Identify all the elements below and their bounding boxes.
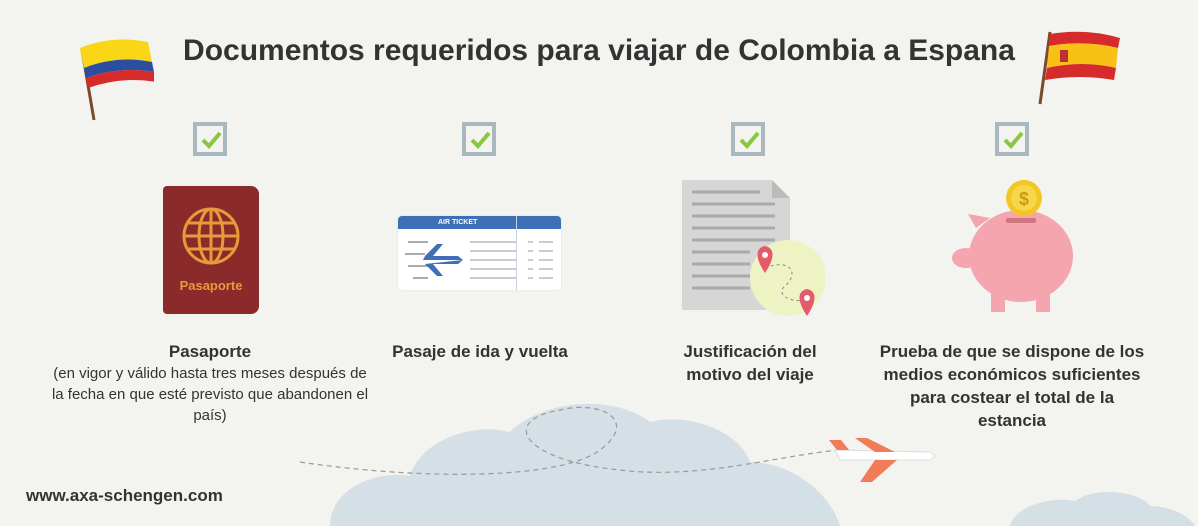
checkmark-icon <box>470 131 491 149</box>
colombia-flag-icon <box>80 39 154 121</box>
globe-icon <box>182 207 240 265</box>
dollar-sign: $ <box>1019 189 1029 209</box>
airplane-icon <box>829 438 936 482</box>
label-medios: Prueba de que se dispone de los medios e… <box>879 342 1145 430</box>
checkbox-pasaporte <box>193 122 227 156</box>
checkmark-icon <box>739 131 760 149</box>
label-pasaje: Pasaje de ida y vuelta <box>392 342 568 361</box>
passport-icon: Pasaporte <box>163 186 259 314</box>
checkmark-icon <box>201 131 222 149</box>
checkbox-medios <box>995 122 1029 156</box>
item-title: Pasaporte <box>168 342 252 361</box>
spain-flag-icon <box>1038 31 1120 105</box>
checkmark-icon <box>1003 131 1024 149</box>
checkbox-pasaje <box>462 122 496 156</box>
passport-text: Pasaporte <box>179 278 243 293</box>
page-title: Documentos requeridos para viajar de Col… <box>183 34 1015 67</box>
checkbox-justificacion <box>731 122 765 156</box>
piggy-bank-icon: $ <box>952 180 1073 312</box>
air-ticket-icon: AIR TICKET <box>398 216 561 290</box>
item-detail: (en vigor y válido hasta tres meses desp… <box>51 365 369 424</box>
document-map-icon <box>682 180 825 316</box>
ticket-header: AIR TICKET <box>398 216 561 229</box>
ticket-plane-icon <box>405 241 553 279</box>
label-justificacion: Justificación del motivo del viaje <box>683 342 817 384</box>
footer-url: www.axa-schengen.com <box>26 486 223 505</box>
label-pasaporte: Pasaporte (en vigor y válido hasta tres … <box>50 340 370 426</box>
cloud-small <box>1010 491 1195 526</box>
